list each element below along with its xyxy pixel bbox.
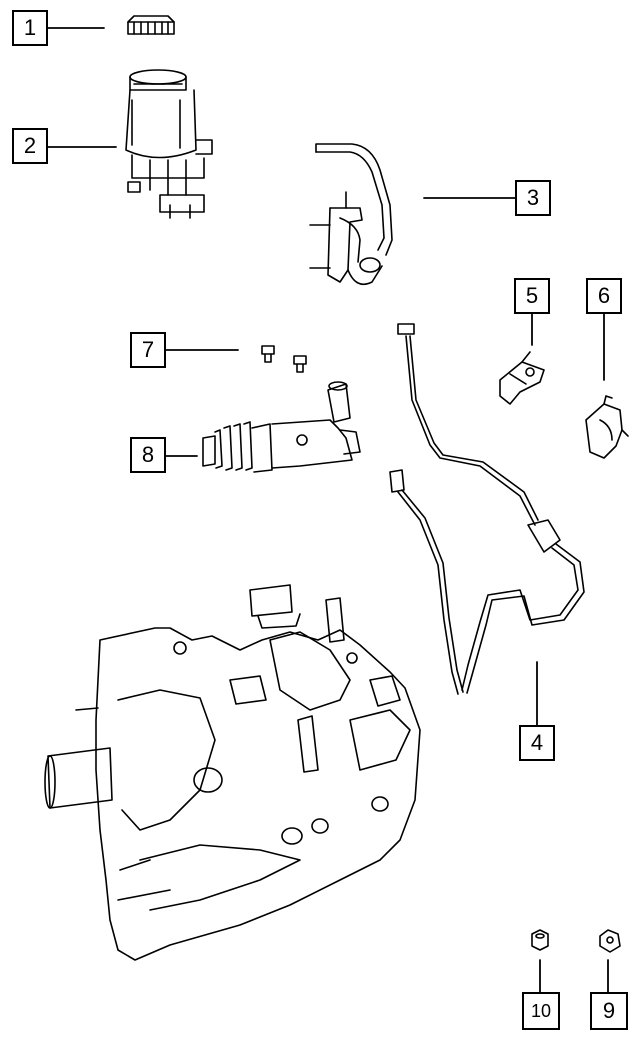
nut-icon (531, 929, 549, 951)
slave-cylinder-icon (202, 381, 361, 473)
transmission-icon (44, 584, 421, 961)
hydraulic-line-icon (389, 323, 585, 695)
clip-icon (599, 929, 621, 953)
callout-5[interactable]: 5 (514, 278, 550, 314)
callout-7[interactable]: 7 (130, 332, 166, 368)
leader-lines (47, 27, 609, 993)
clip-icon (499, 351, 545, 405)
callout-1[interactable]: 1 (12, 10, 48, 46)
master-cylinder-icon (309, 143, 393, 286)
callout-8[interactable]: 8 (130, 437, 166, 473)
callout-4[interactable]: 4 (519, 725, 555, 761)
bolt-icon (261, 345, 307, 373)
callout-9[interactable]: 9 (590, 992, 628, 1030)
bracket-clip-icon (585, 395, 629, 459)
callout-6[interactable]: 6 (586, 278, 622, 314)
reservoir-icon (125, 69, 213, 219)
callout-2[interactable]: 2 (12, 128, 48, 164)
callout-3[interactable]: 3 (515, 180, 551, 216)
callout-10[interactable]: 10 (522, 992, 560, 1030)
reservoir-cap-icon (127, 15, 175, 35)
